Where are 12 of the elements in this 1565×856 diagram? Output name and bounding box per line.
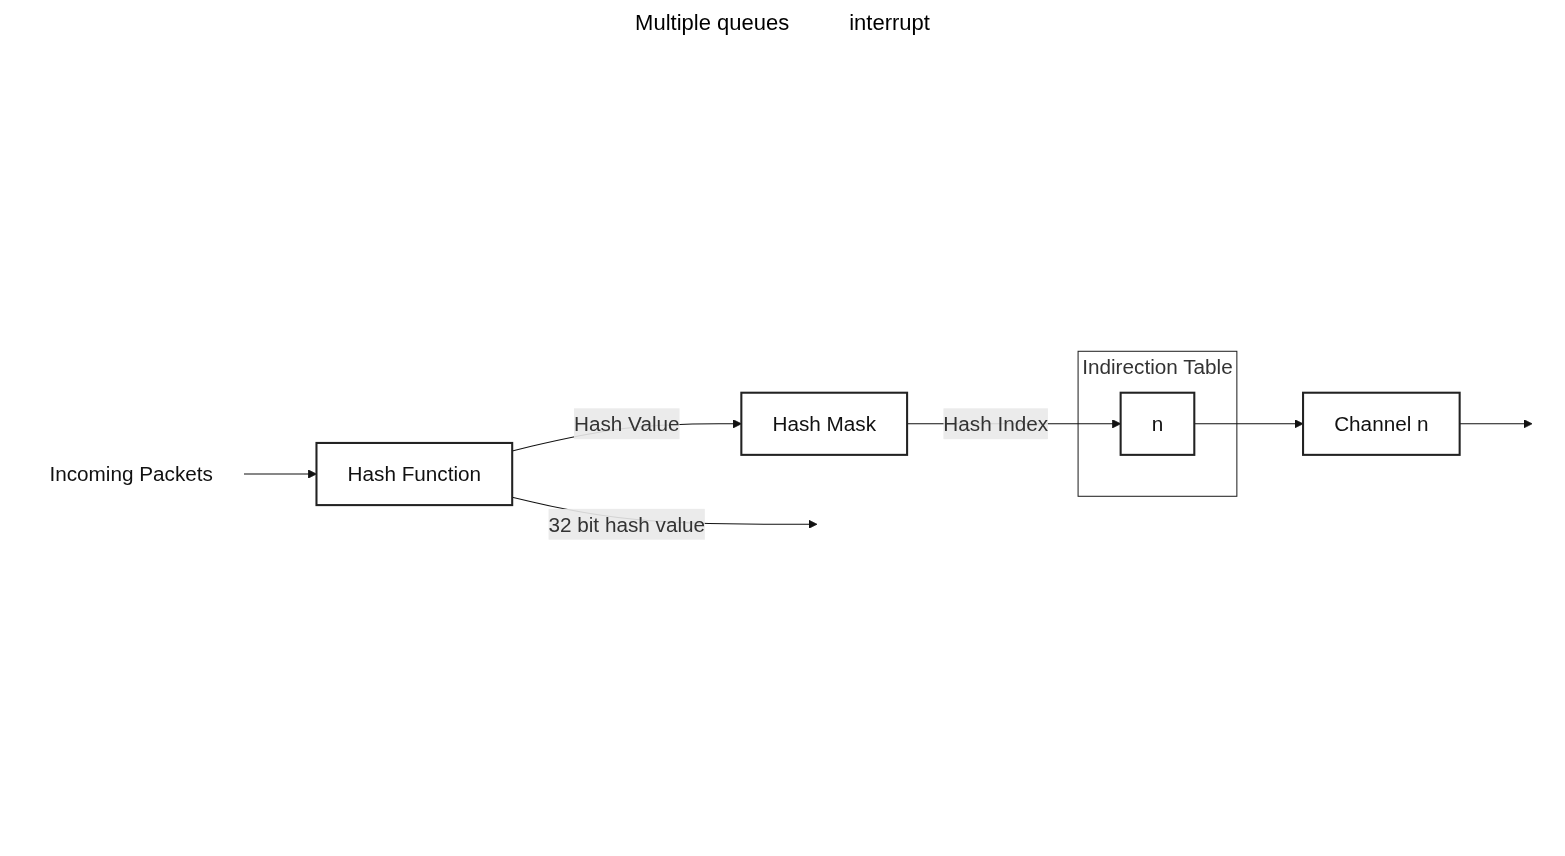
note-label: Multiple queues: [635, 10, 790, 36]
node-box: Hash Function: [315, 442, 514, 507]
node-text: Incoming Packets: [49, 463, 213, 486]
edge-label: Hash Index: [943, 412, 1049, 436]
note-label: interrupt: [849, 10, 930, 36]
arrow: [243, 469, 317, 480]
edge-label: Hash Value: [573, 412, 680, 436]
arrow: [1459, 419, 1533, 429]
edge-label: 32 bit hash value: [548, 513, 706, 537]
node-box: n: [1119, 392, 1196, 457]
node-box: Hash Mask: [740, 392, 909, 457]
node-box: Channel n: [1302, 392, 1461, 457]
